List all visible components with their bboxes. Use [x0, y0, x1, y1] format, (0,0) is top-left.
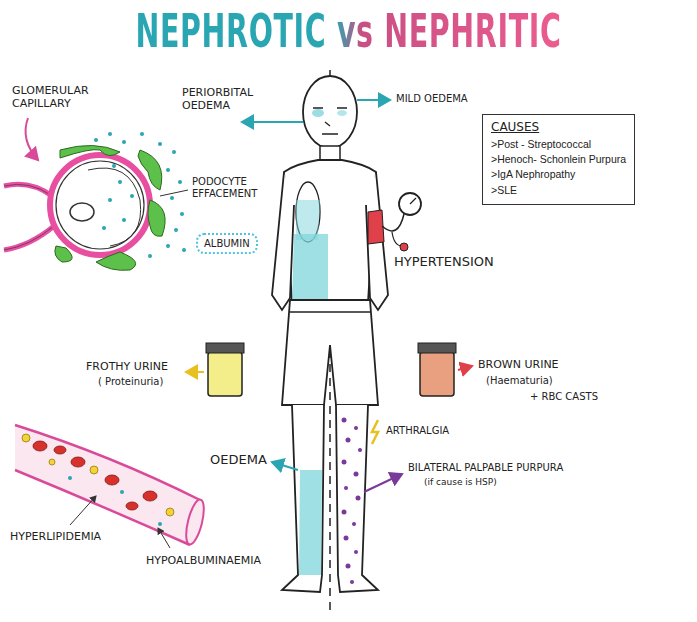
page-title: NEPHROTIC vs NEPHRITIC [132, 4, 564, 58]
annotation-label: PODOCYTE EFFACEMENT [192, 176, 282, 200]
annotation-label: + RBC CASTS [530, 391, 598, 403]
annotation-label: OEDEMA [210, 452, 267, 468]
annotation-label: HYPOALBUMINAEMIA [146, 554, 261, 567]
box-text: ALBUMIN [204, 237, 250, 250]
annotation-label: FROTHY URINE [86, 360, 168, 373]
annotation-label: BILATERAL PALPABLE PURPURA [408, 462, 563, 474]
title-text: NEPHROTIC vs NEPHRITIC [135, 4, 561, 58]
causes-box: CAUSES >Post - Streptococcal>Henoch- Scho… [482, 114, 635, 205]
annotation-label: ARTHRALGIA [386, 425, 449, 437]
dotted-label-box: ALBUMIN [196, 233, 258, 254]
annotation-label: MILD OEDEMA [396, 93, 468, 105]
box-text: >Henoch- Schonlein Purpura [491, 152, 626, 167]
annotation-label: BROWN URINE [478, 358, 559, 371]
box-heading: CAUSES [491, 120, 626, 134]
annotation-label: GLOMERULAR CAPILLARY [12, 84, 108, 110]
annotation-label: (if cause is HSP) [424, 477, 497, 488]
annotation-label: ( Proteinuria) [98, 376, 163, 388]
box-text: >IgA Nephropathy [491, 167, 626, 182]
annotation-label: (Haematuria) [486, 375, 553, 387]
annotation-label: HYPERLIPIDEMIA [10, 530, 101, 543]
annotation-label: HYPERTENSION [394, 254, 494, 270]
box-text: >SLE [491, 183, 626, 198]
annotation-label: PERIORBITAL OEDEMA [182, 86, 268, 112]
box-text: >Post - Streptococcal [491, 137, 626, 152]
